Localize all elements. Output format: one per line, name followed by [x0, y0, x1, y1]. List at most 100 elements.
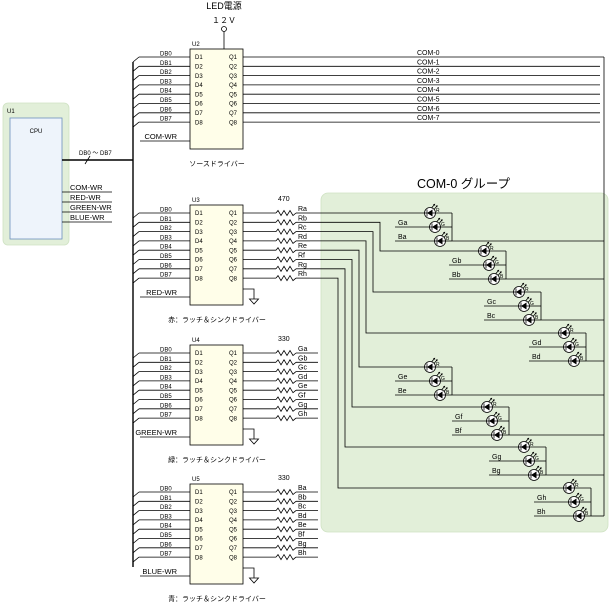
- power-voltage: １２Ｖ: [212, 16, 236, 25]
- led-diode-triangle: [491, 275, 497, 283]
- com0-group-panel: [320, 192, 609, 533]
- led-emission-arrowhead: [574, 480, 577, 483]
- chip-ref: U3: [192, 198, 200, 204]
- ground-line: [243, 428, 255, 439]
- led-blue-net-label: Be: [398, 388, 407, 395]
- bus-entry: [132, 417, 140, 424]
- data-line-label: DB5: [160, 254, 172, 260]
- led-emission-arrowhead: [433, 357, 436, 360]
- com-line-label: COM-5: [417, 97, 440, 104]
- power-label: LED電源: [206, 1, 242, 11]
- net-label: Rb: [298, 215, 307, 222]
- chip-output-pin: Q7: [229, 267, 238, 273]
- led-emission-arrowhead: [440, 373, 443, 376]
- chip-output-pin: Q7: [229, 111, 238, 117]
- ground-symbol: [248, 298, 260, 305]
- bus-entry: [132, 84, 140, 91]
- resistor-value: 330: [278, 336, 290, 343]
- led-emission-arrowhead: [438, 371, 441, 374]
- bus-entry: [132, 500, 140, 507]
- led-emission-arrowhead: [502, 427, 505, 430]
- led-emission-arrowhead: [433, 203, 436, 206]
- cpu-signal-label: COM-WR: [70, 183, 103, 192]
- resistor: [275, 219, 297, 226]
- resistor: [275, 516, 297, 524]
- led-diode-triangle: [516, 288, 522, 296]
- led-emission-arrowhead: [445, 233, 448, 236]
- ground-symbol: [248, 577, 260, 584]
- chip-output-pin: Q2: [229, 221, 238, 227]
- chip-caption: 緑：ラッチ＆シンクドライバー: [168, 455, 266, 464]
- led-green-net-label: Gf: [455, 414, 462, 421]
- bus-entry: [132, 65, 140, 72]
- chip-input-pin: D7: [195, 407, 203, 413]
- chip-box: [189, 483, 244, 585]
- led-emission-arrowhead: [445, 387, 448, 390]
- led-emission-arrowhead: [524, 284, 527, 287]
- chip-input-pin: D8: [195, 416, 203, 422]
- led-diode-triangle: [484, 403, 490, 411]
- data-line-label: DB1: [160, 61, 172, 67]
- chip-output-pin: Q5: [229, 388, 238, 394]
- led-emission-arrowhead: [438, 217, 441, 220]
- led-diode-triangle: [521, 302, 527, 310]
- chip-output-pin: Q6: [229, 102, 238, 108]
- chip-output-pin: Q7: [229, 546, 238, 552]
- data-line-label: DB3: [160, 79, 172, 85]
- led-color-letter: G: [575, 342, 579, 348]
- bus-entry: [132, 491, 140, 498]
- led-emission-arrowhead: [489, 243, 492, 246]
- chip-output-pin: Q4: [229, 239, 238, 245]
- resistor: [275, 405, 297, 413]
- bus-entry: [132, 231, 140, 237]
- led-diode-triangle: [531, 471, 537, 479]
- chip-input-pin: D4: [195, 518, 203, 524]
- led-diode-triangle: [571, 498, 577, 506]
- com0-group-title: COM-0 グループ: [417, 177, 511, 191]
- bus-entry: [132, 249, 140, 256]
- bus-entry: [132, 259, 140, 265]
- led-diode-triangle: [427, 363, 433, 371]
- chip-output-pin: Q8: [229, 416, 238, 422]
- net-label: Ga: [298, 346, 307, 353]
- data-line-label: DB7: [160, 273, 172, 279]
- bus-entry: [132, 371, 140, 377]
- led-emission-arrowhead: [574, 339, 577, 342]
- bus-entry: [132, 361, 140, 368]
- led-emission-arrowhead: [494, 257, 497, 260]
- resistor-value: 470: [278, 196, 290, 203]
- led-color-letter: R: [570, 328, 574, 334]
- chip-input-pin: D6: [195, 537, 203, 543]
- bus-entry: [132, 352, 140, 359]
- led-diode-triangle: [437, 391, 443, 399]
- chip-input-pin: D7: [195, 546, 203, 552]
- led-emission-arrowhead: [522, 282, 525, 285]
- chip-input-pin: D5: [195, 92, 203, 98]
- led-green-net-label: Gb: [452, 258, 461, 265]
- data-line-label: DB5: [160, 533, 172, 539]
- led-color-letter: R: [575, 483, 579, 489]
- data-line-label: DB4: [160, 524, 172, 530]
- bus-entry: [132, 510, 140, 516]
- data-line-label: DB0: [160, 487, 172, 493]
- net-label: Bd: [298, 513, 307, 520]
- data-line-label: DB2: [160, 70, 172, 76]
- chip-box: [189, 344, 244, 446]
- led-diode-triangle: [494, 431, 500, 439]
- net-label: Ge: [298, 383, 307, 390]
- resistor: [275, 246, 297, 254]
- data-line-label: DB4: [160, 245, 172, 251]
- net-label: Ba: [298, 485, 307, 492]
- led-color-letter: R: [493, 402, 497, 408]
- chip-input-pin: D1: [195, 490, 203, 496]
- led-emission-arrowhead: [492, 255, 495, 258]
- led-green-net-label: Gc: [487, 299, 496, 306]
- red-wire: [310, 221, 479, 252]
- red-wire: [310, 240, 559, 334]
- data-line-label: DB0: [160, 52, 172, 58]
- chip-output-pin: Q6: [229, 398, 238, 404]
- resistor: [275, 265, 297, 273]
- bus-entry: [132, 547, 140, 554]
- led-green-net-label: Gd: [532, 340, 541, 347]
